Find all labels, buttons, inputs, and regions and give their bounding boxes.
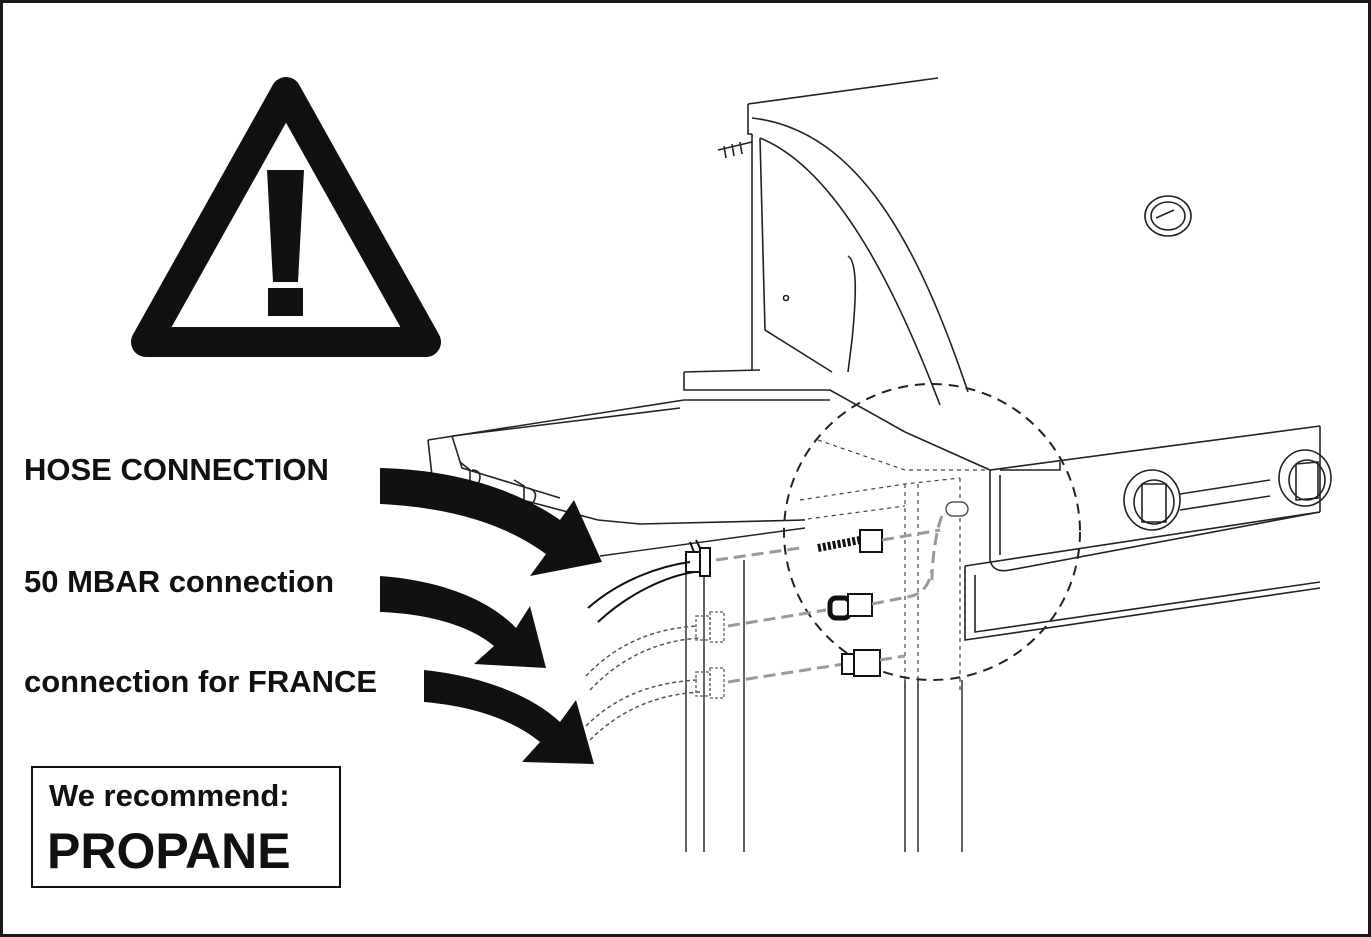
grill-legs xyxy=(599,527,963,852)
recommendation-box: We recommend: PROPANE xyxy=(31,766,341,888)
france-connection-part xyxy=(585,649,906,741)
detail-circle xyxy=(783,383,1081,681)
grill-lid xyxy=(717,77,1192,406)
warning-triangle-icon xyxy=(131,77,441,357)
grill-body xyxy=(904,425,1332,641)
arrow-icon xyxy=(380,576,546,668)
arrow-icon xyxy=(424,670,594,764)
mbar-connection-part xyxy=(585,569,934,691)
hidden-lines xyxy=(799,439,990,690)
side-shelf xyxy=(427,369,906,525)
recommended-gas: PROPANE xyxy=(47,823,291,879)
arrow-icon xyxy=(380,468,602,576)
mbar-connection-label: 50 MBAR connection xyxy=(24,564,335,599)
hose-connection-label: HOSE CONNECTION xyxy=(24,452,329,487)
hose-connection-part xyxy=(587,501,969,623)
recommendation-heading: We recommend: xyxy=(49,778,290,813)
france-connection-label: connection for FRANCE xyxy=(24,664,378,699)
